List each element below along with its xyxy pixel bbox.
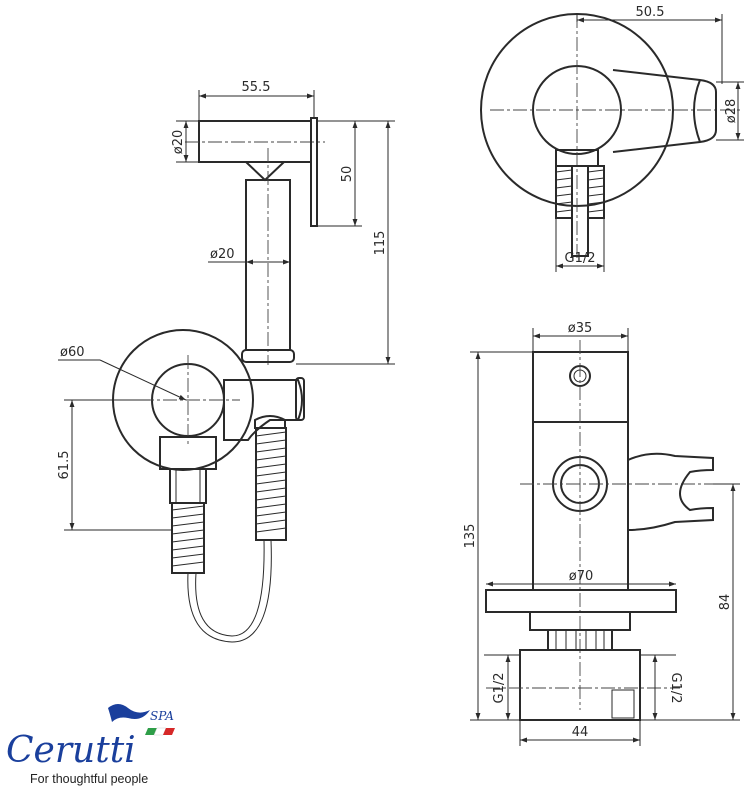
dim-head-dia: ø20 [171, 130, 186, 155]
brand-tagline: For thoughtful people [30, 772, 148, 786]
side-view: 55.5 ø20 50 115 ø20 ø60 61.5 [57, 80, 395, 643]
left-hose [171, 502, 205, 574]
dim-front-height: 135 [463, 524, 478, 549]
front-wall-plate [485, 589, 677, 613]
front-view: ø35 135 ø70 84 G1/2 G1/2 44 [463, 321, 740, 746]
dim-front-plate-dia: ø70 [569, 569, 594, 584]
dim-offset: 61.5 [57, 451, 72, 480]
dim-front-base-width: 44 [572, 725, 589, 740]
hose-loop [187, 539, 272, 643]
holder-body [223, 379, 303, 441]
head-bracket [310, 117, 318, 227]
top-holder [612, 69, 717, 153]
front-base-block [519, 649, 641, 721]
italy-flag-icon [145, 727, 175, 736]
front-lower-body [532, 421, 629, 591]
dim-front-dia-top: ø35 [568, 321, 593, 336]
dim-top-thread: G1/2 [565, 251, 596, 266]
brand-suffix: SPA [150, 709, 174, 723]
dim-pipe-dia: ø20 [210, 247, 235, 262]
front-upper-body [532, 351, 629, 423]
bird-icon [108, 704, 150, 722]
sprayer-neck [245, 161, 285, 182]
top-view: 50.5 ø28 G1/2 [480, 5, 744, 272]
dim-side-width: 55.5 [242, 80, 271, 95]
dim-head-height: 50 [340, 166, 355, 183]
right-hose [255, 427, 287, 541]
pipe-cap [241, 349, 295, 363]
brand-name: Cerutti [6, 730, 136, 771]
brand-logo: SPA Cerutti For thoughtful people [6, 704, 175, 786]
front-holder [627, 452, 714, 532]
dim-top-width: 50.5 [636, 5, 665, 20]
dim-total-height: 115 [373, 231, 388, 256]
dim-plate-dia: ø60 [60, 345, 85, 360]
dim-front-holder-height: 84 [718, 594, 733, 611]
top-thread [555, 165, 605, 219]
dim-front-thread-right: G1/2 [668, 673, 683, 704]
dim-top-dia: ø28 [724, 99, 739, 124]
sprayer-head [198, 120, 312, 163]
dim-front-thread-left: G1/2 [492, 673, 507, 704]
